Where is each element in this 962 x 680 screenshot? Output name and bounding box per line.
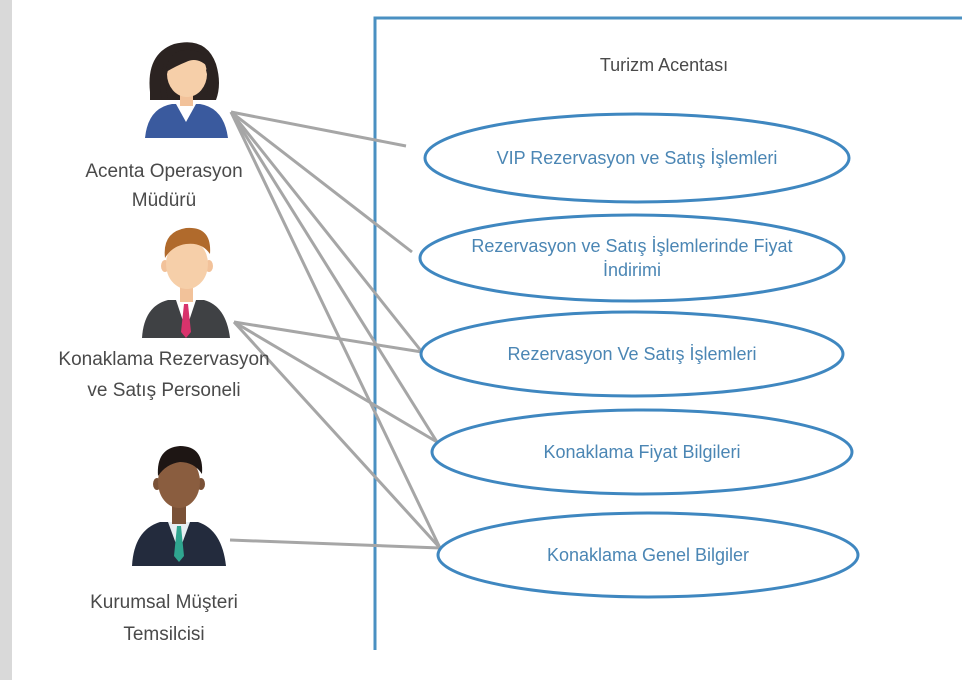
use-case-ellipse [430,408,854,496]
use-case-label-line-2: İndirimi [603,260,661,280]
use-case-price-info: Konaklama Fiyat Bilgileri [430,408,854,496]
actor-res-staff: Konaklama Rezervasyon ve Satış Personeli [58,227,270,401]
use-case-label-line-1: VIP Rezervasyon ve Satış İşlemleri [497,148,778,168]
association-line-ops-manager-price-info [229,111,439,443]
association-line-ops-manager-sales [229,111,424,353]
association-line-res-staff-general-info [232,320,442,550]
association-line-res-staff-price-info [233,320,438,444]
use-case-label-line-1: Konaklama Fiyat Bilgileri [543,442,740,462]
woman-business-icon [145,42,228,138]
use-case-vip: VIP Rezervasyon ve Satış İşlemleri [423,112,851,204]
actor-label-line-1: Kurumsal Müşteri [90,592,238,613]
actor-corp-rep: Kurumsal Müşteri Temsilcisi [90,446,238,645]
man-suit-pink-tie-icon [142,227,230,338]
association-lines [229,110,442,550]
actor-label-line-1: Konaklama Rezervasyon [58,349,269,370]
actor-label-line-2: Temsilcisi [123,624,204,645]
actor-label-line-1: Acenta Operasyon [85,161,242,182]
association-line-ops-manager-general-info [229,111,442,549]
association-line-ops-manager-vip [230,110,407,148]
system-title: Turizm Acentası [600,55,728,75]
use-case-ellipse [436,511,860,599]
use-case-diagram: Turizm Acentası VIP Rezervasyon ve Satış… [58,16,962,650]
actor-label-line-2: Müdürü [132,190,196,211]
association-line-res-staff-sales [233,320,423,354]
actor-label-line-2: ve Satış Personeli [87,380,240,401]
use-cases: VIP Rezervasyon ve Satış İşlemleriRezerv… [418,112,860,599]
use-case-ellipse [419,310,845,398]
use-case-discount: Rezervasyon ve Satış İşlemlerinde Fiyatİ… [418,213,846,303]
association-line-corp-rep-general-info [229,538,441,550]
use-case-ellipse [423,112,851,204]
use-case-sales: Rezervasyon Ve Satış İşlemleri [419,310,845,398]
use-case-label-line-1: Rezervasyon Ve Satış İşlemleri [507,344,756,364]
use-case-ellipse [418,213,846,303]
diagram-canvas: Turizm Acentası VIP Rezervasyon ve Satış… [12,0,962,680]
use-case-general-info: Konaklama Genel Bilgiler [436,511,860,599]
use-case-label-line-1: Rezervasyon ve Satış İşlemlerinde Fiyat [471,236,792,256]
actor-ops-manager: Acenta Operasyon Müdürü [85,42,243,211]
association-line-ops-manager-discount [230,110,413,254]
use-case-label-line-1: Konaklama Genel Bilgiler [547,545,749,565]
man-suit-teal-tie-icon [132,446,226,566]
system-boundary: Turizm Acentası [373,16,962,650]
